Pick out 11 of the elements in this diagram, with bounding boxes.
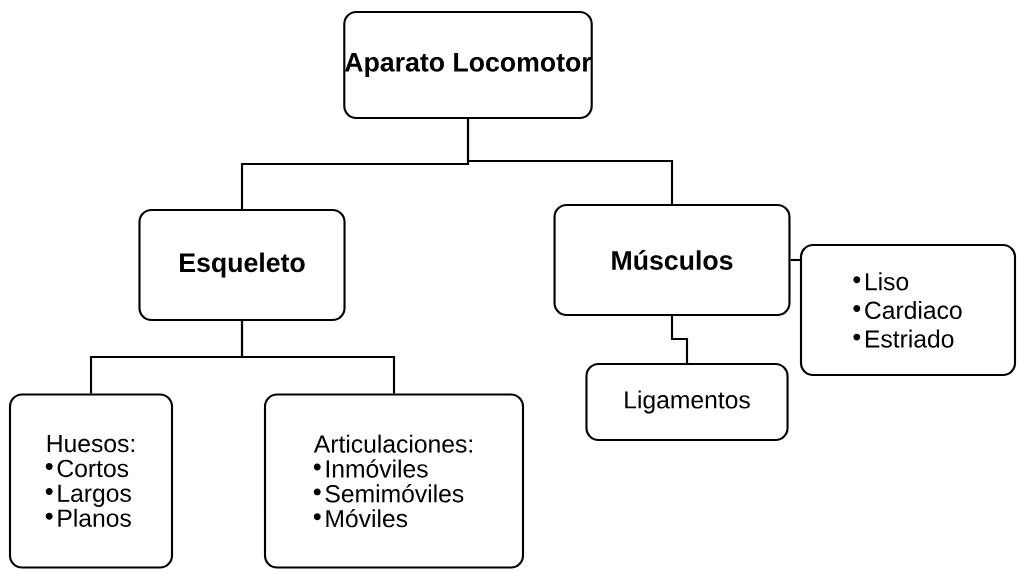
category-box: Músculos [553, 203, 791, 317]
connector-line [790, 258, 800, 262]
connector-line [466, 119, 674, 204]
connector-line [240, 321, 396, 394]
list-box: Liso Cardiaco Estriado [799, 243, 1017, 377]
connector-line [670, 316, 689, 363]
list-box: Articulaciones: Inmóviles Semimóviles Móviles [263, 393, 525, 569]
item-box: Ligamentos [585, 362, 789, 442]
list-box: Huesos: Cortos Largos Planos [8, 393, 174, 569]
category-box: Esqueleto [138, 208, 346, 322]
category-box: Aparato Locomotor [343, 10, 593, 120]
